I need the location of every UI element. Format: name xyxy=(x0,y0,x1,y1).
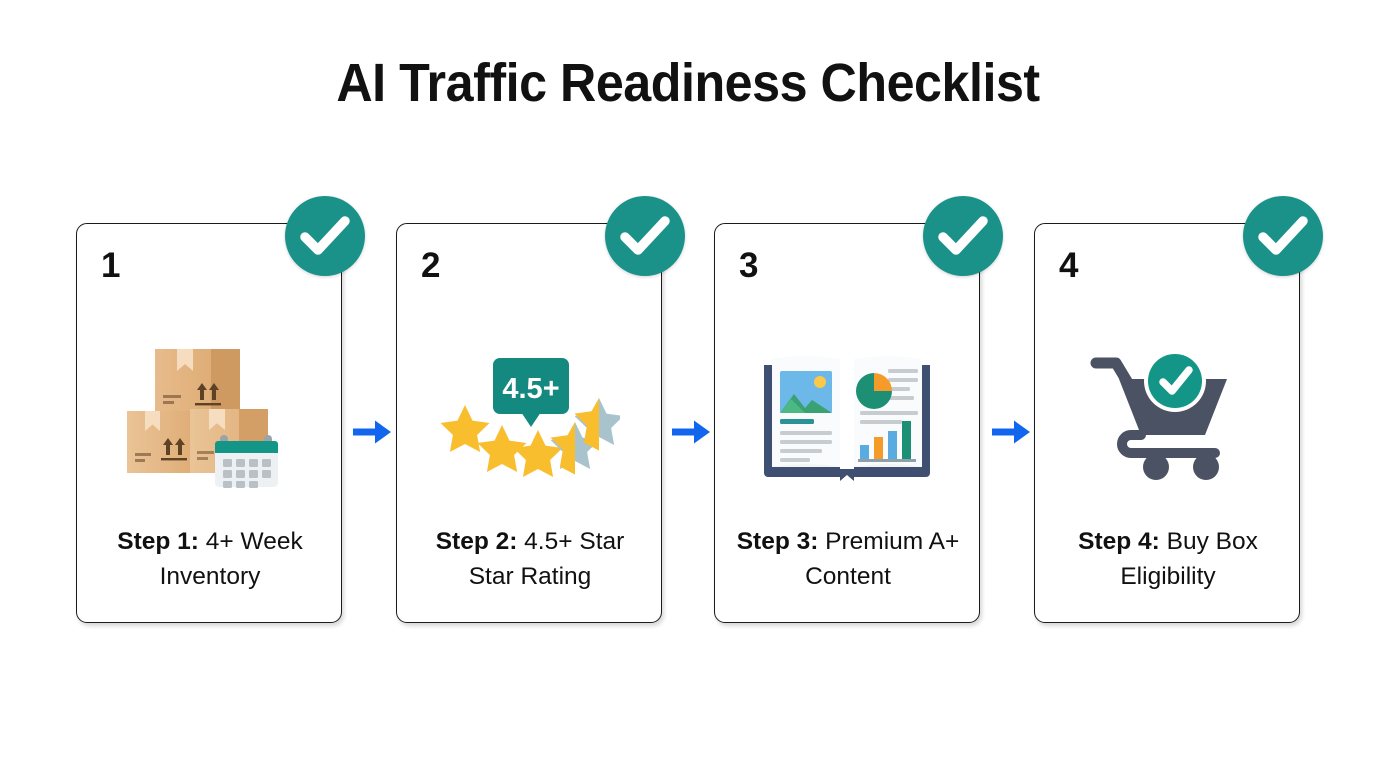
star-half xyxy=(550,422,600,475)
arrow-right-icon xyxy=(353,419,393,445)
arrow-right-icon xyxy=(992,419,1032,445)
rating-badge-value: 4.5+ xyxy=(502,373,559,405)
step-number: 4 xyxy=(1059,246,1079,285)
step-caption: Step 2: 4.5+ Star Star Rating xyxy=(411,524,649,594)
step-number: 1 xyxy=(101,246,121,285)
step-illustration xyxy=(715,320,979,510)
step-caption-bold: Step 2: xyxy=(435,528,518,555)
shopping-cart-check-icon xyxy=(1090,350,1227,480)
open-book-chart-icon xyxy=(764,356,930,481)
step-number: 3 xyxy=(739,246,759,285)
step-illustration: 4.5+ xyxy=(397,320,661,510)
step-caption-bold: Step 1: xyxy=(117,528,199,555)
cart-wheel xyxy=(1143,454,1169,480)
step-illustration xyxy=(77,320,341,510)
step-caption-rest: Premium A+ Content xyxy=(805,528,960,590)
step-card-1[interactable]: 1 xyxy=(76,196,365,623)
check-circle-icon xyxy=(285,196,365,276)
step-caption: Step 3: Premium A+ Content xyxy=(729,524,967,594)
cart-wheel xyxy=(1193,454,1219,480)
check-circle-icon xyxy=(605,196,685,276)
step-card-3[interactable]: 3 xyxy=(714,196,1003,623)
arrow-right-icon xyxy=(672,419,712,445)
steps-flow: 1 xyxy=(76,196,1323,623)
check-circle-icon xyxy=(923,196,1003,276)
star-full xyxy=(477,425,527,472)
step-number: 2 xyxy=(421,246,441,285)
step-card-4[interactable]: 4 xyxy=(1034,196,1323,623)
step-caption-bold: Step 3: xyxy=(736,528,819,555)
step-caption: Step 4: Buy Box Eligibility xyxy=(1049,524,1287,594)
star-full xyxy=(440,405,490,452)
step-caption-bold: Step 4: xyxy=(1078,528,1160,555)
step-card-2[interactable]: 2 xyxy=(396,196,685,623)
star-full xyxy=(513,430,563,477)
step-caption-rest: 4.5+ Star Star Rating xyxy=(468,528,625,590)
star-half xyxy=(574,398,620,451)
step-caption-rest: 4+ Week Inventory xyxy=(159,528,303,590)
step-caption: Step 1: 4+ Week Inventory xyxy=(91,524,329,594)
step-caption-rest: Buy Box Eligibility xyxy=(1120,528,1258,590)
step-illustration xyxy=(1035,320,1299,510)
boxes-calendar-icon xyxy=(127,349,278,488)
star-rating-icon: 4.5+ xyxy=(440,358,620,477)
page-title: AI Traffic Readiness Checklist xyxy=(336,53,1040,113)
check-circle-icon xyxy=(1243,196,1323,276)
mini-bar-chart xyxy=(858,421,916,462)
